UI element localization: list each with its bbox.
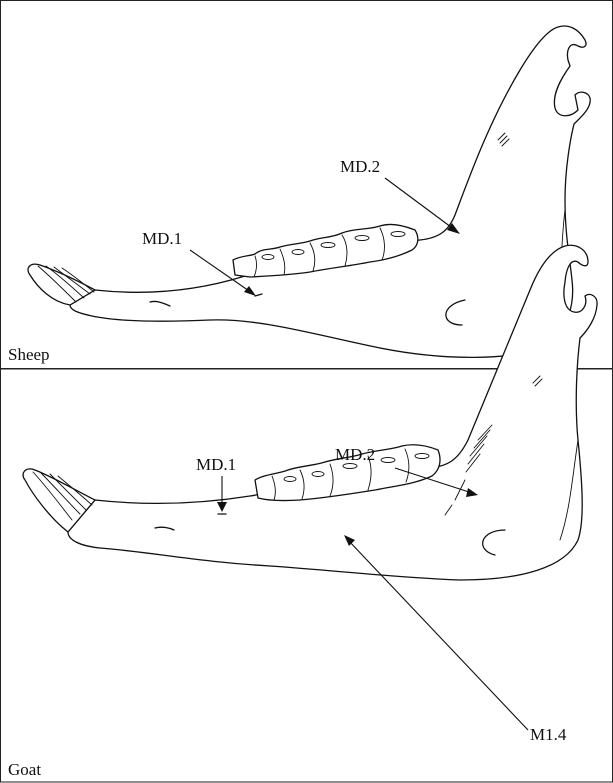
goat-panel-label: Goat bbox=[8, 760, 41, 779]
sheep-panel-label: Sheep bbox=[8, 345, 50, 364]
sheep-label-md1: MD.1 bbox=[142, 229, 182, 248]
sheep-mandible bbox=[28, 26, 590, 357]
sheep-arrow-md2 bbox=[385, 178, 455, 230]
sheep-mandible-outline bbox=[70, 26, 590, 357]
goat-label-md1: MD.1 bbox=[196, 455, 236, 474]
sheep-label-md2: MD.2 bbox=[340, 157, 380, 176]
goat-label-m14: M1.4 bbox=[530, 725, 567, 744]
goat-label-md2: MD.2 bbox=[335, 445, 375, 464]
